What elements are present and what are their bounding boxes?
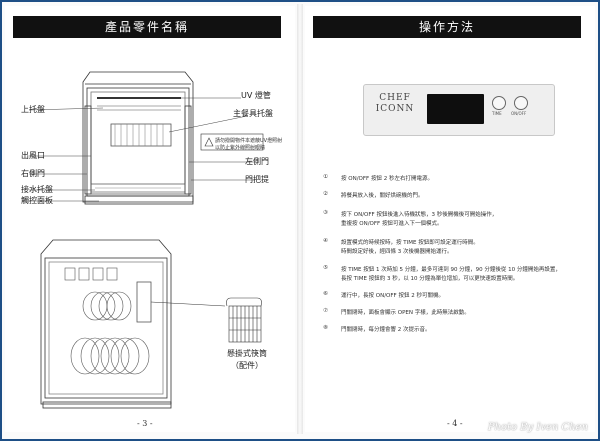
warning-text: 請勿撥開物件本遮蔽UV燈照射 bbox=[215, 138, 283, 144]
label-water-tray: 接水托盤 bbox=[21, 185, 53, 194]
label-door-handle: 門把提 bbox=[245, 175, 269, 184]
left-page: 產品零件名稱 bbox=[5, 6, 295, 432]
power-button-icon bbox=[514, 96, 528, 110]
book-gutter bbox=[297, 4, 303, 434]
label-uv-lamp: UV 燈管 bbox=[241, 91, 271, 100]
photo-watermark: Photo By Iven Chen bbox=[487, 422, 588, 433]
dish-dryer-front-diagram bbox=[28, 71, 264, 409]
label-air-outlet: 出風口 bbox=[21, 151, 45, 160]
step-3-cont: 重複按 ON/OFF 按鈕可進入下一個模式。 bbox=[341, 221, 443, 227]
label-chopstick-holder: 懸掛式筷筒 bbox=[227, 349, 267, 358]
right-page-title: 操作方法 bbox=[313, 16, 581, 38]
label-upper-tray: 上托盤 bbox=[21, 105, 45, 114]
label-left-door: 左側門 bbox=[245, 157, 269, 166]
time-button-label: TIME bbox=[492, 111, 502, 116]
label-main-tray: 主餐具托盤 bbox=[233, 109, 273, 118]
page-number-left: - 3 - bbox=[137, 419, 153, 428]
left-page-title: 產品零件名稱 bbox=[13, 16, 281, 38]
step-5-cont: 長按 TIME 按鈕約 3 秒，以 10 分鐘為單位增加，可以更快速設置時間。 bbox=[341, 276, 519, 282]
brand-logo: CHEF ICONN bbox=[375, 93, 415, 114]
label-right-door: 右側門 bbox=[21, 169, 45, 178]
time-button-icon bbox=[492, 96, 506, 110]
page-number-right: - 4 - bbox=[447, 419, 463, 428]
step-4-cont: 時間設定好後，經四條 3 次後機器開始運行。 bbox=[341, 249, 453, 255]
label-accessory: （配件） bbox=[231, 361, 263, 370]
control-panel-illustration: CHEF ICONN TIME ON/OFF bbox=[363, 84, 555, 136]
led-display bbox=[427, 94, 484, 124]
warning-text-2: 以防止紫外線照射眼睛 bbox=[215, 145, 266, 151]
power-button-label: ON/OFF bbox=[511, 111, 527, 116]
label-control-panel: 觸控面板 bbox=[21, 196, 53, 205]
